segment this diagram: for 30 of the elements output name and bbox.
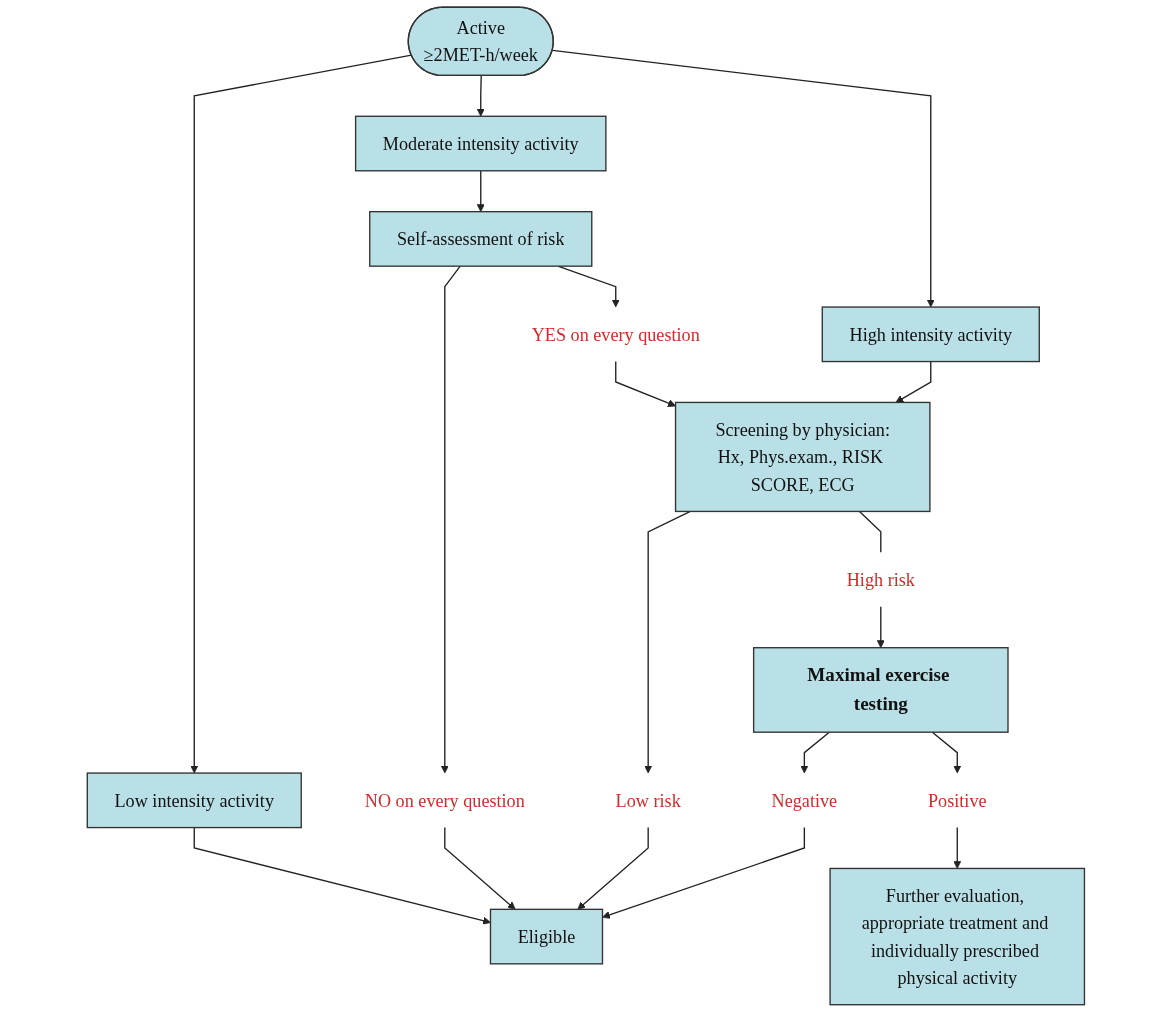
- node-text: NO on every question: [364, 790, 525, 811]
- node-box: High intensity activity: [821, 306, 1040, 363]
- node-text: High risk: [846, 569, 915, 590]
- node-box: Maximal exercise testing: [752, 647, 1009, 733]
- arrow: [952, 826, 961, 869]
- arrow: [931, 731, 961, 774]
- arrow: [476, 75, 485, 117]
- arrow: [643, 510, 691, 774]
- arrow: [440, 265, 461, 774]
- connector: [858, 510, 882, 553]
- node-text: YES on every question: [531, 324, 700, 345]
- arrow: [443, 826, 516, 910]
- arrow: [577, 826, 649, 910]
- arrow: [895, 360, 932, 403]
- node-text: Positive: [927, 790, 987, 811]
- arrow: [876, 606, 885, 649]
- node-box: Self-assessment of risk: [368, 211, 593, 267]
- node-box: Moderate intensity activity: [354, 115, 607, 172]
- arrow: [189, 54, 412, 774]
- node-text: Negative: [771, 790, 837, 811]
- node-box: Low intensity activity: [86, 772, 302, 829]
- arrow: [551, 49, 935, 308]
- node-box: Screening by physician: Hx, Phys.exam., RISK SCORE, ECG: [674, 401, 931, 513]
- arrow: [614, 360, 676, 407]
- node-box: Further evaluation, appropriate treatment and individually prescribed physical activity: [829, 867, 1085, 1006]
- node-box: Eligible: [489, 908, 603, 965]
- arrow: [476, 170, 485, 213]
- node-text: Low risk: [615, 790, 681, 811]
- arrow: [193, 826, 491, 925]
- arrow: [800, 731, 830, 774]
